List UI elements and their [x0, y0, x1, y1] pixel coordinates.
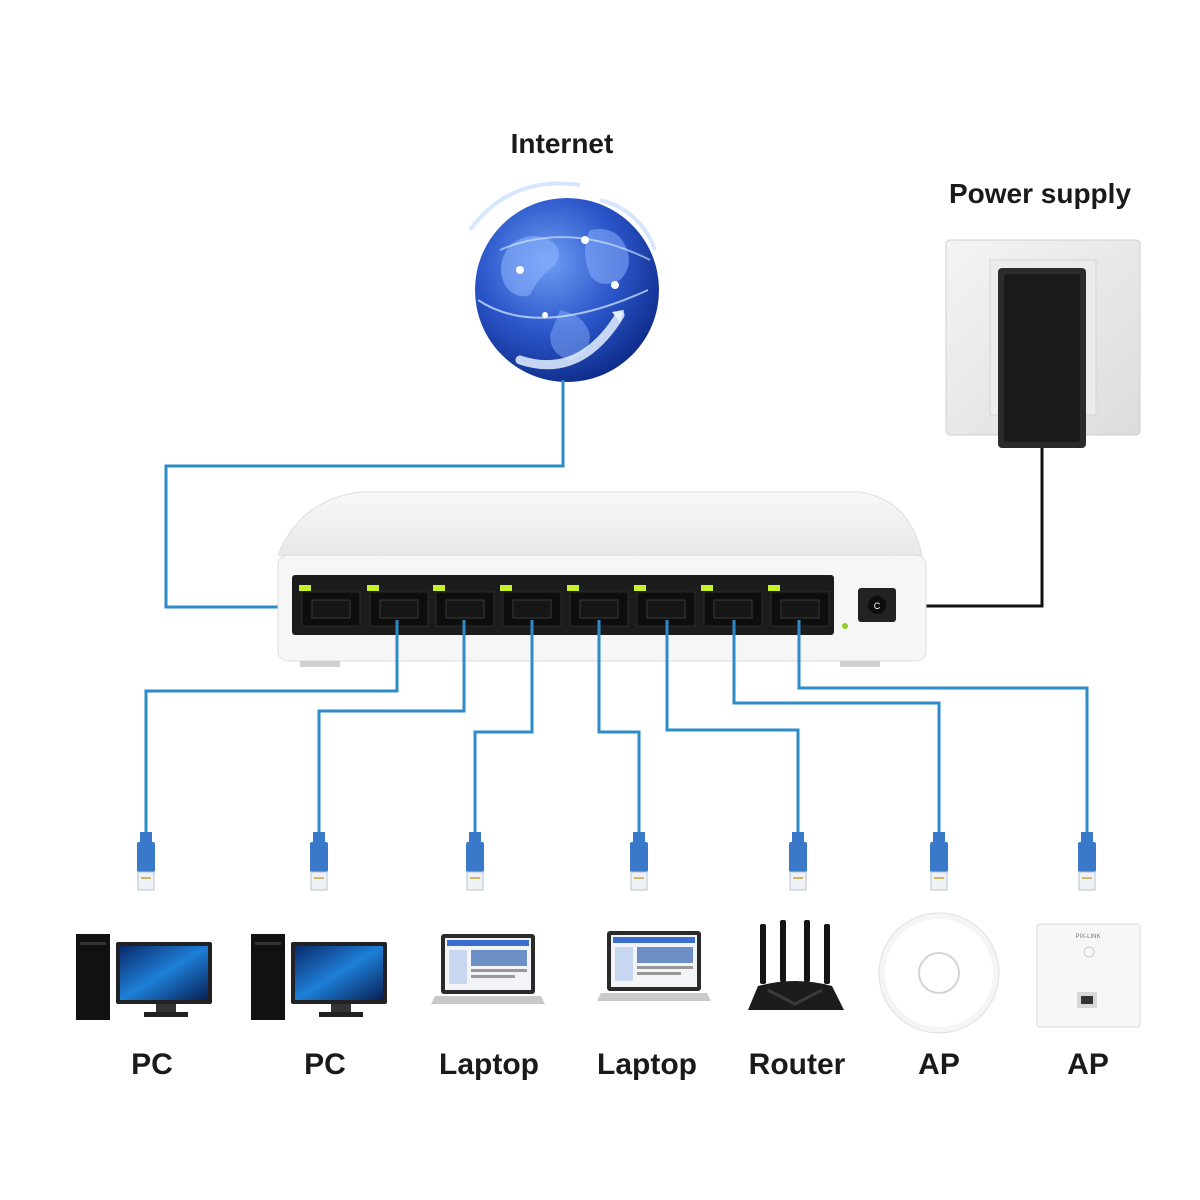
downlink-cable-4 — [597, 620, 641, 838]
device-router — [748, 920, 844, 1010]
port-led — [433, 585, 445, 591]
device-pc-2 — [251, 934, 387, 1020]
wall-ap-brand: PIX-LINK — [1075, 934, 1100, 940]
device-label-pc-1: PC — [131, 1048, 173, 1081]
port-led — [567, 585, 579, 591]
internet-title: Internet — [511, 128, 614, 159]
switch-port-2 — [367, 585, 429, 627]
downlink-cable-1 — [144, 620, 399, 838]
device-label-laptop-2: Laptop — [597, 1048, 697, 1081]
device-label-pc-2: PC — [304, 1048, 346, 1081]
power-supply-title: Power supply — [949, 178, 1131, 209]
svg-text:C: C — [874, 601, 881, 611]
port-led — [634, 585, 646, 591]
port-led — [768, 585, 780, 591]
device-label-ap-2: AP — [1067, 1048, 1109, 1081]
device-wall-ap: PIX-LINK — [1036, 923, 1141, 1028]
power-adapter-icon — [945, 239, 1141, 448]
switch-port-1 — [299, 585, 361, 627]
downlink-cable-3 — [473, 620, 534, 838]
device-ceiling-ap — [878, 912, 1000, 1034]
port-led — [299, 585, 311, 591]
device-label-ap-1: AP — [918, 1048, 960, 1081]
globe-icon — [468, 181, 659, 382]
device-laptop-1 — [431, 934, 545, 1004]
rj45-connector-icon — [137, 832, 155, 891]
switch-port-5 — [567, 585, 629, 627]
downlink-cable-7 — [797, 620, 1089, 838]
rj45-connector-icon — [930, 832, 948, 891]
rj45-connector-icon — [310, 832, 328, 891]
port-led — [367, 585, 379, 591]
device-label-laptop-1: Laptop — [439, 1048, 539, 1081]
downlink-cable-2 — [317, 620, 466, 838]
downlink-cables — [137, 620, 1096, 891]
downlink-cable-6 — [732, 620, 941, 838]
switch-port-8 — [768, 585, 830, 627]
rj45-connector-icon — [466, 832, 484, 891]
rj45-connector-icon — [630, 832, 648, 891]
ethernet-switch: C — [277, 491, 927, 667]
port-led — [500, 585, 512, 591]
switch-port-6 — [634, 585, 696, 627]
rj45-connector-icon — [1078, 832, 1096, 891]
device-laptop-2 — [597, 931, 711, 1001]
port-led — [701, 585, 713, 591]
device-label-router: Router — [749, 1048, 846, 1081]
device-pc-1 — [76, 934, 212, 1020]
uplink-cable — [164, 380, 565, 609]
power-cable — [880, 448, 1044, 608]
rj45-connector-icon — [789, 832, 807, 891]
downlink-cable-5 — [665, 620, 800, 838]
